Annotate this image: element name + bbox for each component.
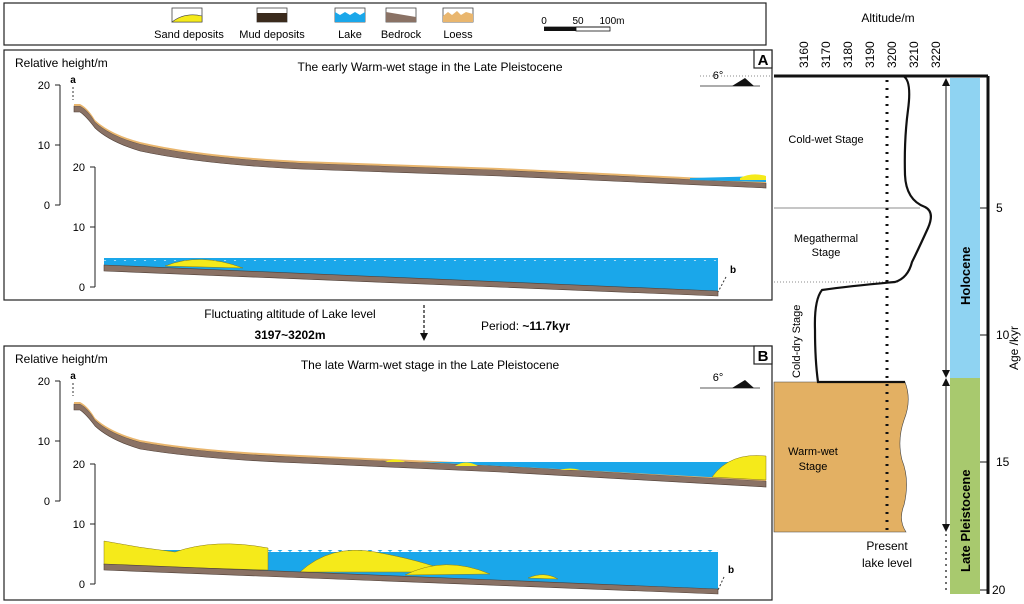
panel-b-lower-waves (250, 548, 718, 553)
panel-b-lower-sand-3 (404, 564, 491, 576)
panel-b-lower-tick-20: 20 (73, 459, 85, 471)
legend-label-bedrock: Bedrock (381, 29, 422, 41)
panel-b-lower-bedrock (103, 563, 719, 595)
scale-tick-0: 0 (541, 16, 547, 27)
fluctuation-info: Fluctuating altitude of Lake level 3197~… (204, 305, 570, 342)
panel-a-title: The early Warm-wet stage in the Late Ple… (297, 60, 562, 74)
period-label: Period: (481, 319, 522, 333)
panel-a-lower-bedrock (103, 264, 719, 297)
legend-label-mud: Mud deposits (239, 29, 305, 41)
panel-a-upper-bedrock (73, 105, 767, 189)
age-tick-10: 10 (996, 328, 1010, 342)
panel-b-lower-tick-10: 10 (73, 519, 85, 531)
panel-b-upper-tick-10: 10 (38, 436, 50, 448)
panel-b: B Relative height/m The late Warm-wet st… (3, 345, 773, 601)
lake-swatch (334, 7, 366, 23)
legend: Sand deposits Mud deposits Lake Bedrock … (3, 2, 767, 46)
legend-label-sand: Sand deposits (154, 29, 224, 41)
panel-a-upper-tick-20: 20 (38, 80, 50, 92)
bedrock-swatch (385, 7, 417, 23)
present-label-1: Present (866, 539, 908, 553)
warm-wet-area (773, 381, 909, 533)
period-text: Period: ~11.7kyr (481, 319, 570, 333)
panel-a: A Relative height/m The early Warm-wet s… (3, 49, 773, 301)
legend-label-lake: Lake (338, 29, 362, 41)
panel-b-y-label: Relative height/m (15, 352, 108, 366)
mud-deposits-swatch (256, 7, 288, 23)
panel-b-lower-sand-4 (527, 574, 559, 580)
panel-b-point-b: b (728, 565, 734, 576)
panel-b-lower-tick-0: 0 (79, 579, 85, 591)
panel-a-lower-sand (164, 259, 244, 269)
panel-a-upper-tick-10: 10 (38, 140, 50, 152)
panel-b-letter-box (753, 345, 773, 365)
panel-a-upper-loess (74, 104, 766, 183)
scale-tick-100: 100m (599, 16, 624, 27)
legend-label-loess: Loess (443, 29, 473, 41)
altitude-tick-3180: 3180 (841, 41, 855, 68)
panel-a-letter: A (758, 52, 769, 69)
panel-a-lower-waves (104, 256, 718, 261)
panel-a-point-b: b (730, 265, 736, 276)
holocene-label: Holocene (958, 246, 973, 305)
panel-a-point-a: a (70, 75, 76, 86)
panel-b-upper-lake (420, 462, 766, 480)
panel-b-slope-triangle (732, 380, 754, 388)
altitude-tick-3210: 3210 (907, 41, 921, 68)
altitude-tick-3190: 3190 (863, 41, 877, 68)
fluctuation-label: Fluctuating altitude of Lake level (204, 307, 375, 321)
late-pleistocene-column (950, 378, 980, 594)
sand-deposits-swatch (171, 7, 203, 23)
panel-b-letter: B (758, 348, 769, 365)
age-axis-label: Age /kyr (1007, 326, 1021, 370)
lake-level-curve (774, 74, 932, 384)
panel-b-upper-tick-0: 0 (44, 496, 50, 508)
stage-megathermal-2: Stage (812, 247, 841, 259)
fluctuation-range: 3197~3202m (254, 328, 325, 342)
age-tick-15: 15 (996, 455, 1010, 469)
panel-a-upper-tick-0: 0 (44, 200, 50, 212)
panel-b-slope-label: 6° (713, 372, 724, 384)
stage-cold-wet: Cold-wet Stage (788, 134, 863, 146)
scale-tick-50: 50 (572, 16, 584, 27)
age-tick-5: 5 (996, 201, 1003, 215)
panel-b-frame (3, 345, 773, 601)
altitude-tick-3170: 3170 (819, 41, 833, 68)
panel-a-frame (3, 49, 773, 301)
scale-bar (544, 26, 611, 32)
late-pleistocene-label: Late Pleistocene (958, 469, 973, 572)
panel-b-point-a: a (70, 371, 76, 382)
altitude-tick-3160: 3160 (797, 41, 811, 68)
altitude-tick-3200: 3200 (885, 41, 899, 68)
present-label-2: lake level (862, 556, 912, 570)
age-tick-20: 20 (992, 583, 1006, 597)
holocene-column (950, 78, 980, 378)
panel-a-upper-sand (740, 174, 766, 180)
stage-warm-wet-2: Stage (799, 461, 828, 473)
loess-swatch (442, 7, 474, 23)
panel-a-letter-box (753, 49, 773, 69)
stage-megathermal-1: Megathermal (794, 233, 858, 245)
panel-a-lower-tick-0: 0 (79, 282, 85, 294)
period-value: ~11.7kyr (522, 319, 570, 333)
altitude-tick-3220: 3220 (929, 41, 943, 68)
panel-b-title: The late Warm-wet stage in the Late Plei… (301, 358, 560, 372)
stage-warm-wet-1: Warm-wet (788, 446, 838, 458)
stage-cold-dry: Cold-dry Stage (791, 305, 803, 378)
panel-a-lower-tick-10: 10 (73, 222, 85, 234)
panel-b-upper-sand-dune (711, 455, 767, 481)
legend-frame (3, 2, 767, 46)
panel-b-lower-sand-1 (103, 540, 269, 571)
altitude-axis-label: Altitude/m (861, 11, 914, 25)
panel-a-slope-triangle (732, 78, 754, 86)
lake-level-curve-panel: Altitude/m 3160 3170 3180 3190 3200 3210… (700, 11, 1021, 597)
panel-a-lower-tick-20: 20 (73, 162, 85, 174)
panel-a-y-label: Relative height/m (15, 56, 108, 70)
panel-b-upper-tick-20: 20 (38, 376, 50, 388)
panel-a-lower-lake (104, 258, 718, 291)
